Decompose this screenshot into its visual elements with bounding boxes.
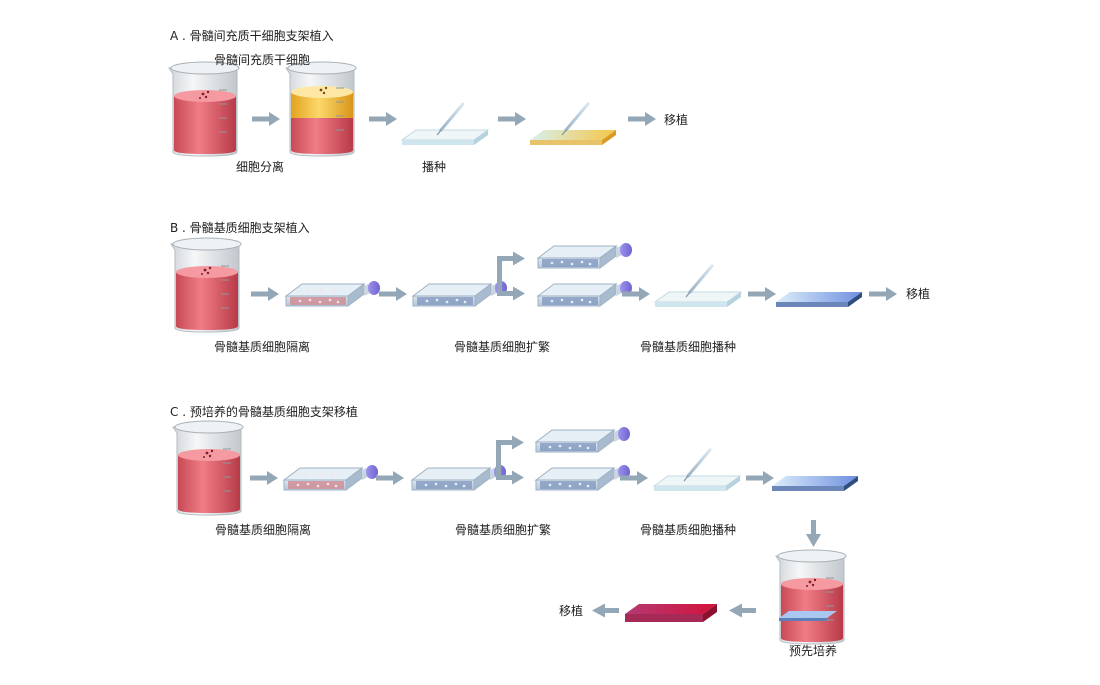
section-c-figure xyxy=(172,420,858,645)
arrow-right-icon xyxy=(376,471,404,485)
cell-isolation-label: 细胞分离 xyxy=(235,160,285,174)
seeding-label: 播种 xyxy=(421,160,447,174)
section-a-figure xyxy=(168,61,656,157)
culture-flask-icon xyxy=(413,281,507,306)
transplant-label: 移植 xyxy=(559,604,584,618)
transplant-label: 移植 xyxy=(906,287,931,301)
beaker-red-icon xyxy=(172,420,244,516)
seeding-label: 骨髓基质细胞播种 xyxy=(639,523,737,537)
beaker-red-icon xyxy=(168,61,240,157)
preculture-label: 预先培养 xyxy=(788,644,838,658)
preculture-beaker-icon xyxy=(775,549,847,645)
scaffold-blue-icon xyxy=(776,292,862,307)
arrow-left-icon xyxy=(729,603,756,618)
arrow-left-icon xyxy=(592,603,619,618)
section-b-figure xyxy=(170,237,897,333)
branch-arrow-icon xyxy=(497,251,525,301)
arrow-right-icon xyxy=(748,287,776,301)
expansion-label: 骨髓基质细胞扩繁 xyxy=(454,523,552,537)
arrow-right-icon xyxy=(379,287,407,301)
arrow-right-icon xyxy=(746,471,774,485)
arrow-right-icon xyxy=(252,112,280,126)
scaffold-icon xyxy=(654,291,742,308)
beaker-layered-icon xyxy=(285,61,357,157)
culture-flask-icon xyxy=(412,465,506,490)
scaffold-icon xyxy=(401,129,489,146)
culture-flask-icon xyxy=(538,281,632,306)
section-b-title: B . 骨髓基质细胞支架植入 xyxy=(170,221,310,235)
arrow-right-icon xyxy=(250,471,278,485)
culture-flask-icon xyxy=(286,281,380,306)
culture-flask-icon xyxy=(536,427,630,452)
seeding-label: 骨髓基质细胞播种 xyxy=(639,340,737,354)
scaffold-blue-icon xyxy=(772,476,858,491)
scaffold-icon xyxy=(653,475,741,492)
expansion-label: 骨髓基质细胞扩繁 xyxy=(453,340,551,354)
arrow-right-icon xyxy=(369,112,397,126)
arrow-right-icon xyxy=(628,112,656,126)
section-a-title: A . 骨髓间充质干细胞支架植入 xyxy=(170,29,334,43)
arrow-right-icon xyxy=(498,112,526,126)
arrow-right-icon xyxy=(869,287,897,301)
scaffold-yellow-icon xyxy=(530,130,616,145)
branch-arrow-icon xyxy=(496,435,524,485)
arrow-right-icon xyxy=(251,287,279,301)
arrow-down-icon xyxy=(806,520,821,547)
msc-label: 骨髓间充质干细胞 xyxy=(213,53,311,67)
section-c-title: C . 预培养的骨髓基质细胞支架移植 xyxy=(170,405,358,419)
transplant-label: 移植 xyxy=(664,113,689,127)
beaker-red-icon xyxy=(170,237,242,333)
culture-flask-icon xyxy=(284,465,378,490)
culture-flask-icon xyxy=(538,243,632,268)
isolation-label: 骨髓基质细胞隔离 xyxy=(214,523,312,537)
culture-flask-icon xyxy=(536,465,630,490)
scaffold-red-icon xyxy=(625,604,717,622)
isolation-label: 骨髓基质细胞隔离 xyxy=(213,340,311,354)
